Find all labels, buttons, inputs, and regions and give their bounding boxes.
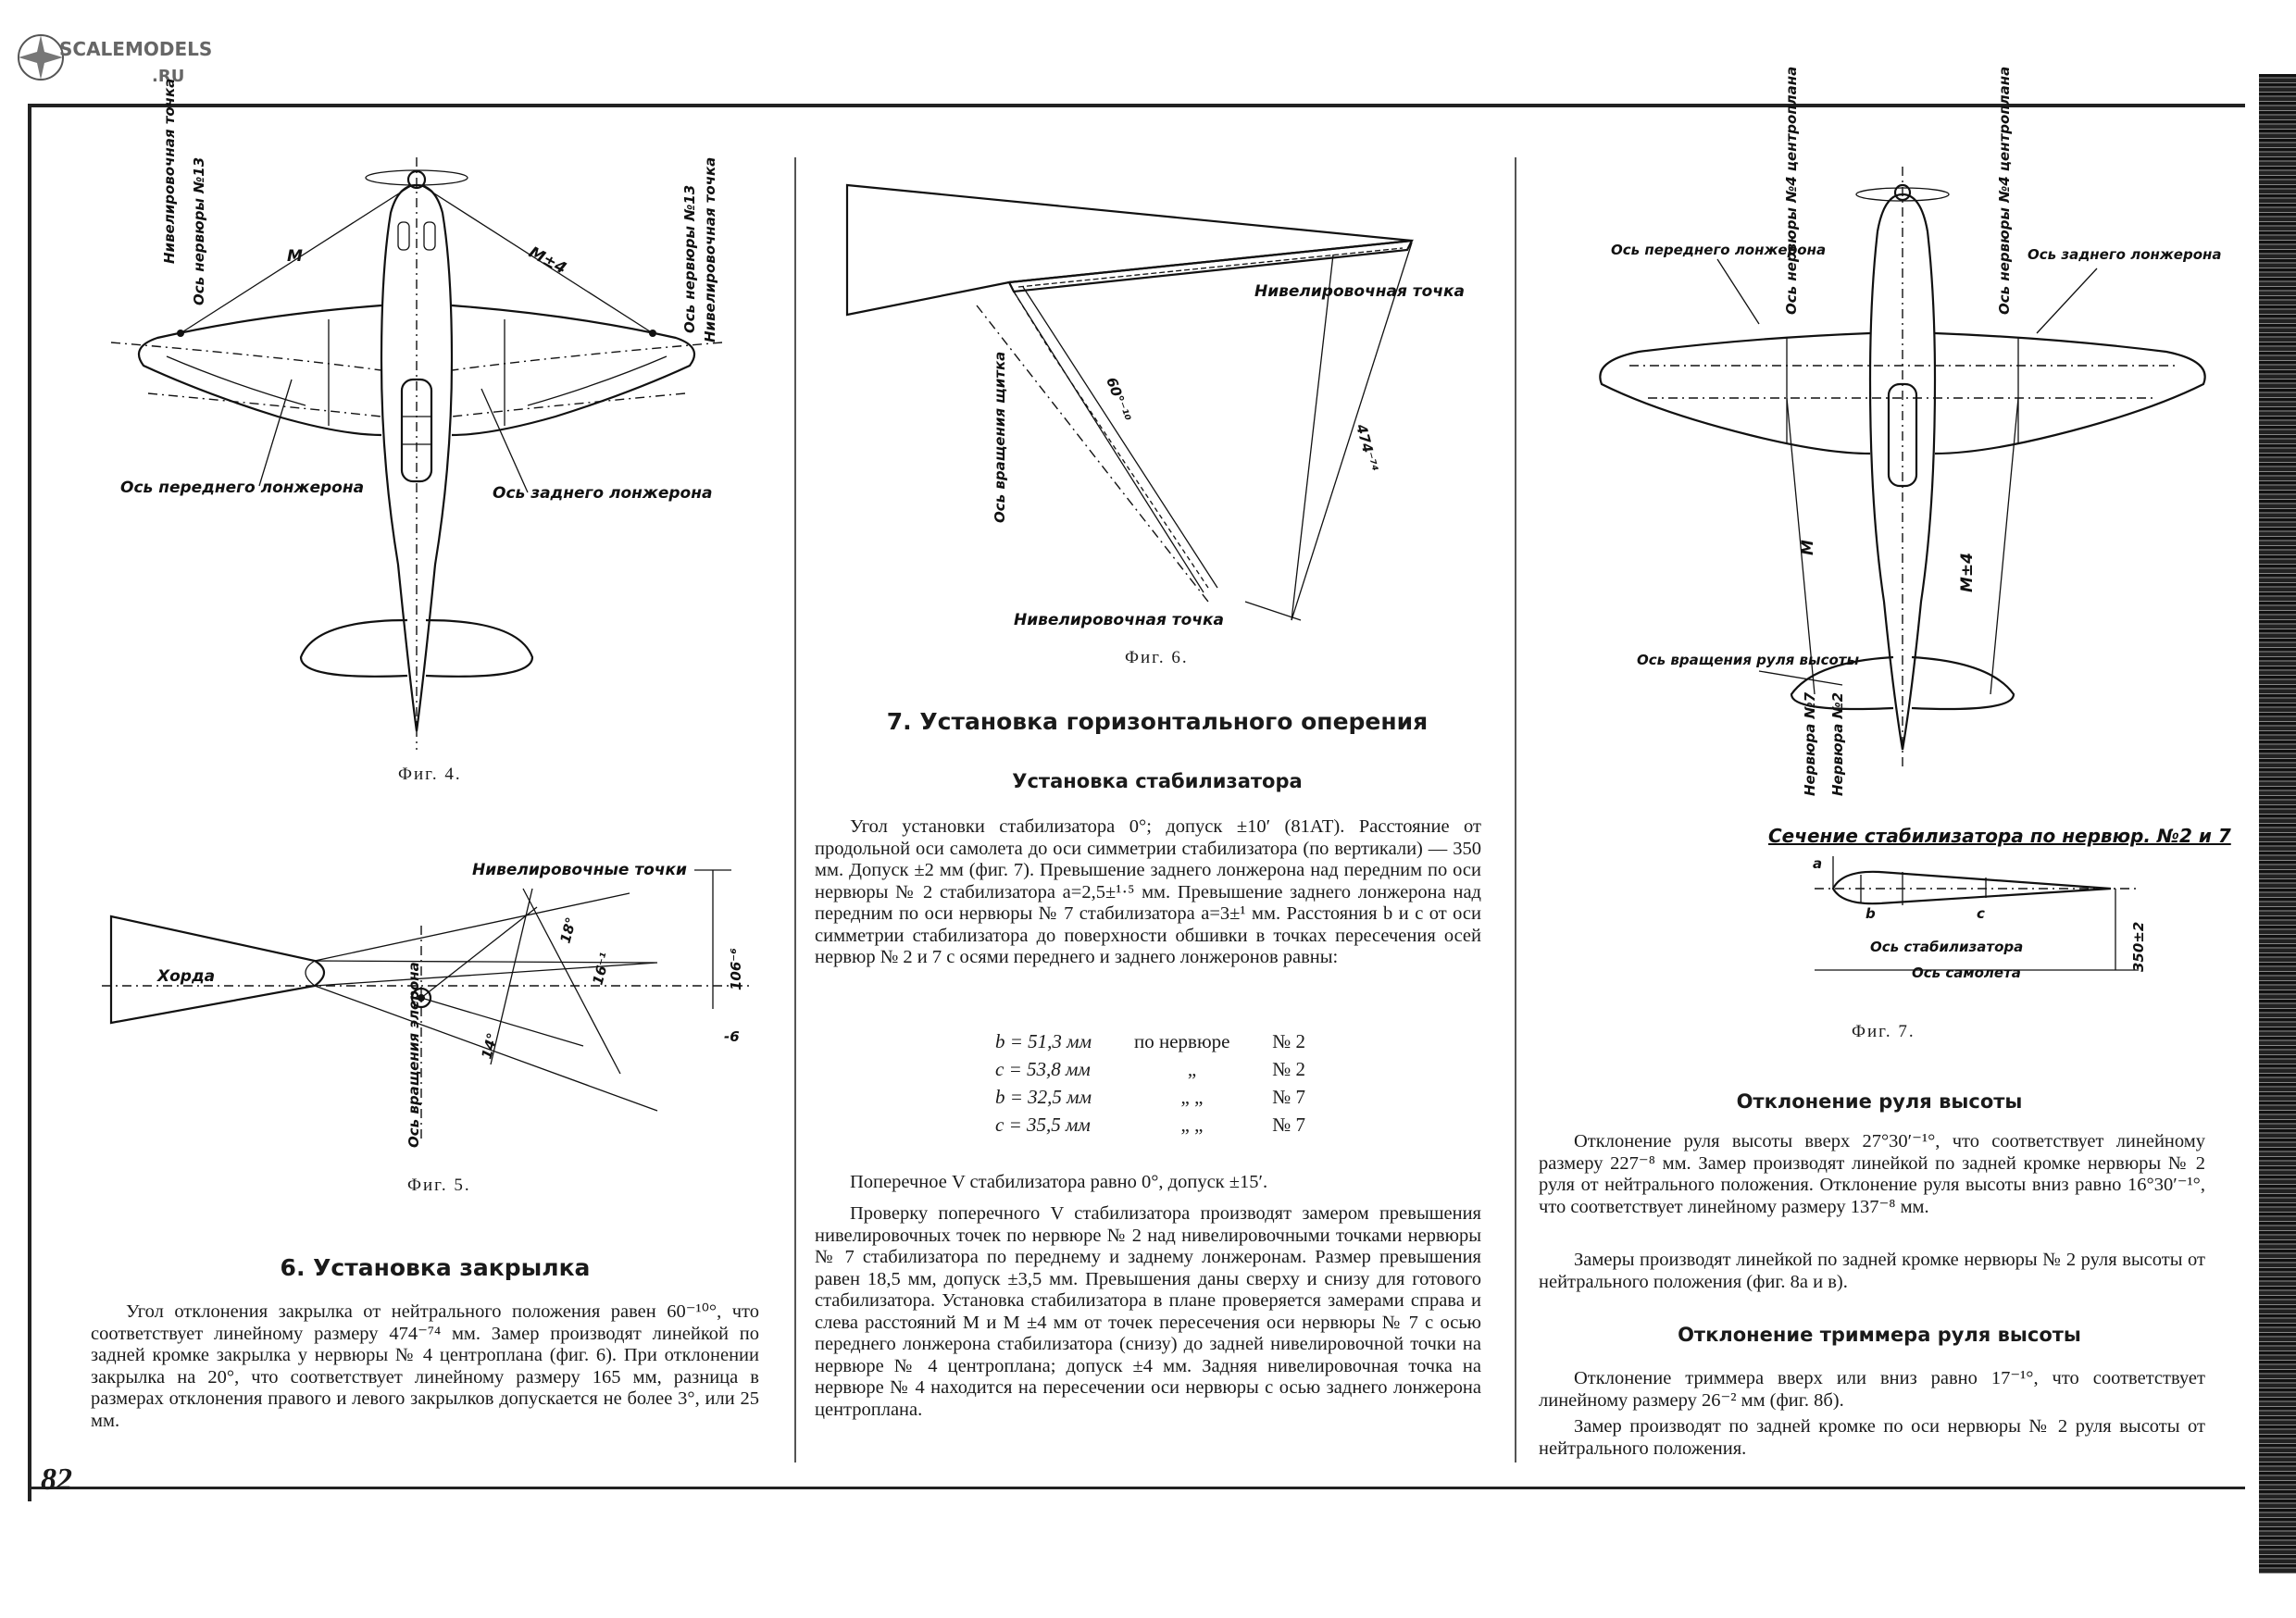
dim-where: „ xyxy=(1187,1058,1197,1080)
fig7-c: c xyxy=(1977,905,1985,922)
fig5-d16: 16⁻¹ xyxy=(589,951,614,987)
fig4-level-point-left: Нивелировочная точка xyxy=(161,79,178,264)
fig6-flap-axis: Ось вращения щитка xyxy=(992,352,1008,523)
dim-value: c = 35,5 мм xyxy=(995,1114,1091,1136)
figure-6: Нивелировочная точка 60°⁻¹⁰ Ось вращения… xyxy=(838,167,1486,648)
fig7-rib7: Нервюра №7 xyxy=(1802,691,1818,796)
fig4-level-point-right: Нивелировочная точка xyxy=(702,157,718,342)
section-7-subtitle: Установка стабилизатора xyxy=(1012,770,1303,792)
fig7-m: M xyxy=(1799,540,1817,555)
dim-rib: № 2 xyxy=(1272,1030,1305,1052)
dim-value: b = 51,3 мм xyxy=(995,1030,1092,1052)
fig5-d14: 14° xyxy=(478,1031,501,1061)
dimension-row: b = 32,5 мм „ „ № 7 xyxy=(995,1083,1305,1111)
fig7-front-spar: Ось переднего лонжерона xyxy=(1611,242,1826,258)
page-frame-top xyxy=(28,104,2245,107)
dim-rib: № 7 xyxy=(1272,1114,1305,1136)
section-6-title: 6. Установка закрылка xyxy=(280,1254,591,1281)
dimension-row: c = 35,5 мм „ „ № 7 xyxy=(995,1111,1305,1139)
fig4-m4: M±4 xyxy=(526,243,569,279)
scalemodels-logo: SCALEMODELS .RU xyxy=(13,19,212,93)
elevator-para1: Отклонение руля высоты вверх 27°30′⁻¹°, … xyxy=(1539,1131,2205,1217)
section-6-text: Угол отклонения закрылка от нейтрального… xyxy=(91,1301,759,1431)
fig7-m4: M±4 xyxy=(1958,553,1977,592)
fig7-caption: Фиг. 7. xyxy=(1852,1022,1915,1041)
fig7-rear-spar: Ось заднего лонжерона xyxy=(2028,246,2222,263)
fig7-stab-axis: Ось стабилизатора xyxy=(1870,939,2023,955)
fig7-rib4-right: Ось нервюры №4 центроплана xyxy=(1996,67,2013,315)
page-number: 82 xyxy=(41,1462,72,1497)
elevator-para2: Замеры производят линейкой по задней кро… xyxy=(1539,1250,2205,1292)
figure-4: Нивелировочная точка Ось нервюры №13 M M… xyxy=(93,79,741,750)
logo-suffix: .RU xyxy=(152,67,184,86)
fig4-front-spar: Ось переднего лонжерона xyxy=(120,479,364,497)
fig4-caption: Фиг. 4. xyxy=(398,765,462,784)
fig5-d18: 18° xyxy=(556,915,580,945)
fig6-caption: Фиг. 6. xyxy=(1125,648,1189,667)
fig5-level-points: Нивелировочные точки xyxy=(472,861,687,879)
fig4-rear-spar: Ось заднего лонжерона xyxy=(493,484,712,503)
fig5-caption: Фиг. 5. xyxy=(407,1176,471,1195)
dim-where: „ „ xyxy=(1180,1114,1204,1136)
dim-value: b = 32,5 мм xyxy=(995,1086,1092,1108)
fig7-elev-axis: Ось вращения руля высоты xyxy=(1637,652,1859,668)
fig7-rib4-left: Ось нервюры №4 центроплана xyxy=(1783,67,1800,315)
fig5-d6: -6 xyxy=(724,1028,740,1045)
fig5-d106: 106⁻⁶ xyxy=(728,948,744,990)
figure-7: Ось переднего лонжерона Ось нервюры №4 ц… xyxy=(1565,67,2231,1009)
fig4-rib13-left: Ось нервюры №13 xyxy=(191,157,207,305)
dim-value: c = 53,8 мм xyxy=(995,1058,1091,1080)
page-frame-left xyxy=(28,104,31,1501)
dimensions-table: b = 51,3 мм по нервюре № 2 c = 53,8 мм „… xyxy=(995,1027,1305,1139)
column-divider xyxy=(794,157,796,1462)
page-frame-bottom xyxy=(28,1487,2245,1489)
logo-text: SCALEMODELS xyxy=(59,38,212,60)
fig4-rib13-right: Ось нервюры №13 xyxy=(681,185,698,333)
figure-5: Нивелировочные точки Хорда Ось вращения … xyxy=(102,852,778,1157)
elevator-title: Отклонение руля высоты xyxy=(1736,1090,2023,1113)
section-7-title: 7. Установка горизонтального оперения xyxy=(886,708,1429,735)
fig7-a: a xyxy=(1813,855,1822,872)
section-7-para1: Угол установки стабилизатора 0°; допуск … xyxy=(815,816,1481,967)
scan-edge xyxy=(2259,74,2296,1574)
fig5-flap-axis: Ось вращения элерона xyxy=(406,962,422,1148)
fig7-section-title: Сечение стабилизатора по нервюр. №2 и 7 xyxy=(1768,825,2231,847)
dim-where: по нервюре xyxy=(1134,1030,1230,1052)
fig7-dim350: 350±2 xyxy=(2130,922,2147,972)
fig7-aircraft-axis: Ось самолета xyxy=(1912,965,2021,981)
dimension-row: c = 53,8 мм „ № 2 xyxy=(995,1055,1305,1083)
dimension-row: b = 51,3 мм по нервюре № 2 xyxy=(995,1027,1305,1055)
fig5-chord: Хорда xyxy=(156,967,215,986)
fig7-rib2: Нервюра №2 xyxy=(1829,692,1846,796)
section-7-para3: Проверку поперечного V стабилизатора про… xyxy=(815,1203,1481,1420)
trim-para1: Отклонение триммера вверх или вниз равно… xyxy=(1539,1368,2205,1411)
dim-rib: № 7 xyxy=(1272,1086,1305,1108)
fig6-level-point-top: Нивелировочная точка xyxy=(1254,282,1465,301)
fig6-dim474: 474⁻⁷⁴ xyxy=(1353,421,1381,473)
fig7-b: b xyxy=(1866,905,1876,922)
fig6-level-point-bottom: Нивелировочная точка xyxy=(1014,611,1224,629)
column-divider xyxy=(1515,157,1516,1462)
fig4-m: M xyxy=(287,247,303,266)
dim-where: „ „ xyxy=(1180,1086,1204,1108)
dim-rib: № 2 xyxy=(1272,1058,1305,1080)
section-7-para2: Поперечное V стабилизатора равно 0°, доп… xyxy=(850,1172,1268,1192)
trim-para2: Замер производят по задней кромке по оси… xyxy=(1539,1416,2205,1459)
trim-title: Отклонение триммера руля высоты xyxy=(1678,1324,2081,1346)
